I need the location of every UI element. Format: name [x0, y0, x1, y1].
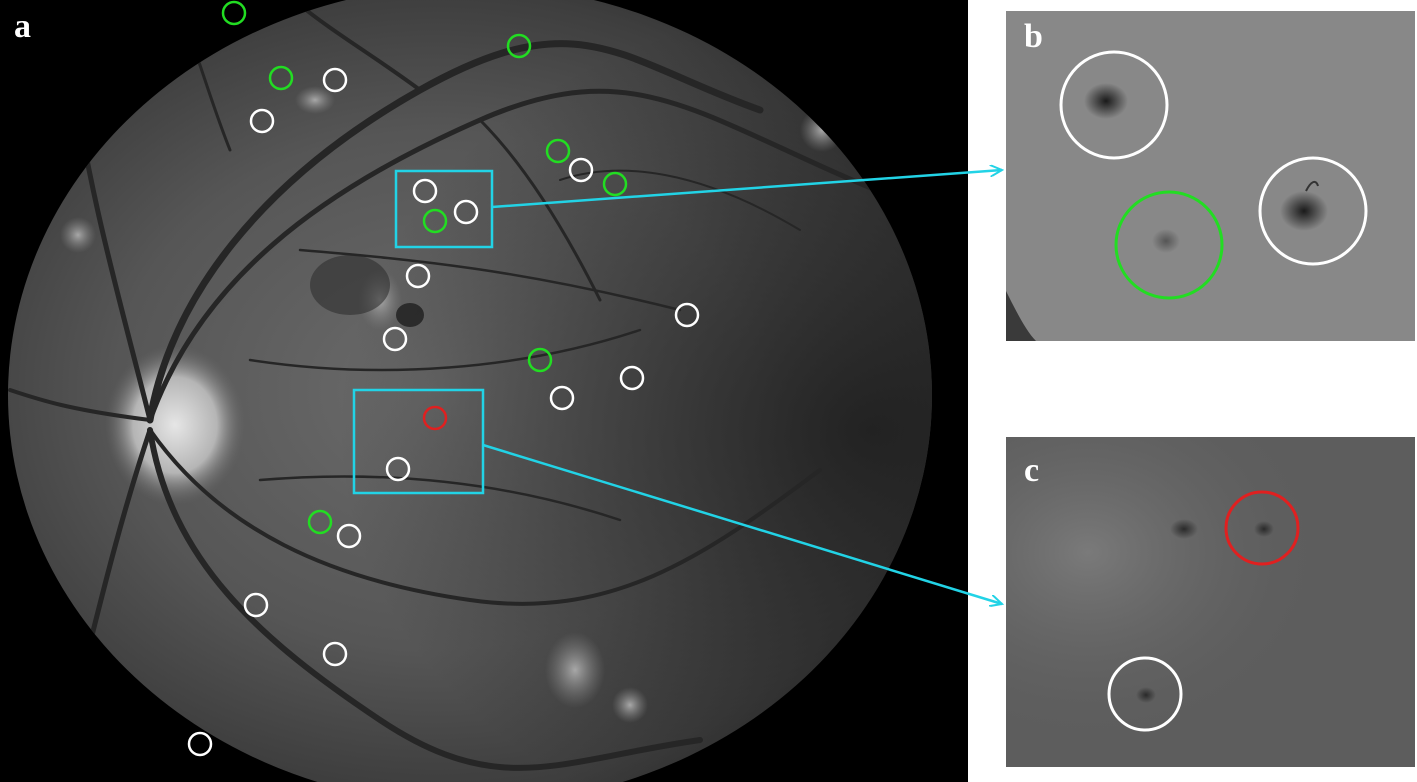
panel-label-b: b: [1024, 18, 1043, 55]
fundus-image: [8, 0, 932, 782]
zoom-panel-b: [1006, 11, 1415, 341]
zoom-image-c: [1006, 437, 1415, 767]
panel-label-a: a: [14, 8, 31, 45]
fundus-image-panel-a: [0, 0, 968, 782]
zoom-panel-c: [1006, 437, 1415, 767]
panel-label-c: c: [1024, 452, 1040, 489]
zoom-image-b: [1006, 11, 1415, 341]
